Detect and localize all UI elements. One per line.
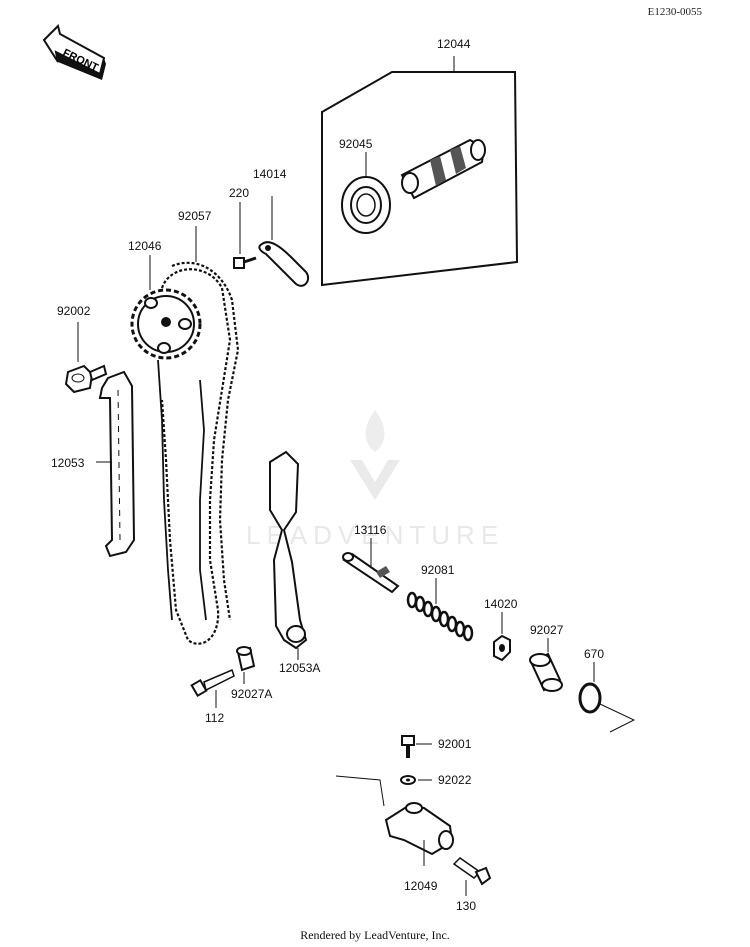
front-arrow-icon: FRONT [42, 24, 106, 80]
chain-guide-12053-icon [96, 370, 136, 558]
collar-icon [529, 638, 563, 692]
nut-icon [493, 612, 511, 662]
part-label: 92002 [57, 304, 91, 318]
camshaft-assembly-box [321, 56, 519, 287]
part-label: 92027 [530, 623, 564, 637]
part-label: 92001 [438, 737, 472, 751]
guide-plate-icon [258, 196, 310, 287]
diagram-code: E1230-0055 [647, 6, 702, 18]
part-label: 92022 [438, 773, 472, 787]
part-label: 12049 [404, 879, 438, 893]
part-label: 670 [584, 647, 604, 661]
part-label: 92027A [231, 687, 272, 701]
camshaft-icon [400, 138, 486, 200]
bolt-130-icon [452, 857, 492, 896]
collar-92027A-icon [236, 646, 256, 684]
part-label: 12044 [437, 37, 471, 51]
part-label: 12046 [128, 239, 162, 253]
washer-icon [400, 775, 432, 785]
part-label: 220 [229, 186, 249, 200]
push-rod-icon [342, 538, 400, 594]
footer-credit: Rendered by LeadVenture, Inc. [300, 928, 450, 942]
part-label: 12053 [51, 456, 85, 470]
part-label: 14020 [484, 597, 518, 611]
tensioner-icon [335, 775, 454, 866]
part-label: 112 [205, 711, 224, 725]
bolt-92001-icon [401, 735, 432, 758]
sprocket-icon [130, 255, 202, 360]
bolt-92002-icon [64, 322, 108, 394]
bolt-220-icon [233, 202, 257, 269]
spring-icon [406, 578, 474, 642]
o-ring-icon [578, 662, 636, 733]
part-label: 92045 [339, 137, 373, 151]
part-label: 92057 [178, 209, 212, 223]
part-label: 92081 [421, 563, 455, 577]
part-label: 14014 [253, 167, 287, 181]
part-label: 12053A [279, 661, 320, 675]
part-label: 130 [456, 899, 476, 913]
bearing-icon [341, 152, 391, 234]
chain-guide-12053A-icon [269, 450, 308, 660]
bolt-112-icon [190, 668, 235, 708]
cam-chain-icon [157, 226, 240, 645]
part-label: 13116 [354, 523, 387, 537]
